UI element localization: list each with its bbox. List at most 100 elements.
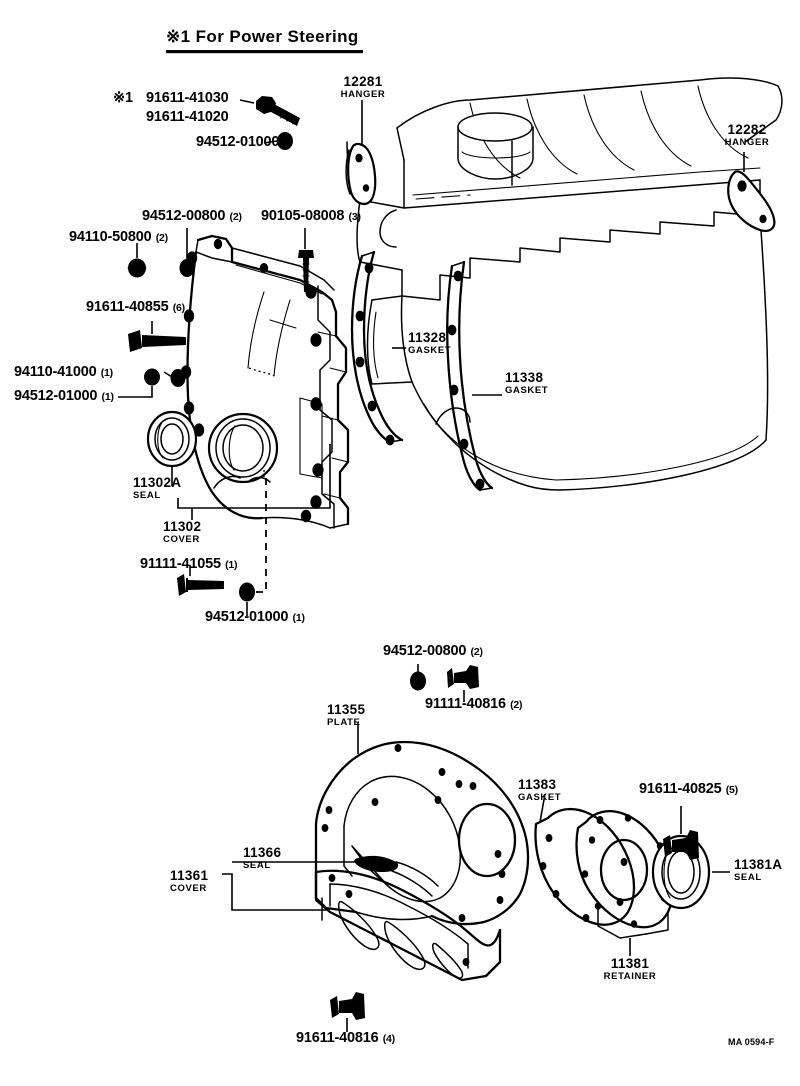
pn-text: 94110-41000	[14, 364, 97, 380]
bolt-91611-40816-icon	[330, 992, 365, 1020]
seal-11366-number: 11366	[243, 845, 282, 860]
seal-11366-name: SEAL	[243, 860, 271, 871]
gasket-11338-label: 11338 GASKET	[505, 370, 548, 396]
washer-94512-01000-mid-icon	[170, 369, 186, 387]
part-number-94110-50800: 94110-50800 (2)	[69, 229, 168, 245]
pn-text: 94512-00800	[142, 208, 226, 224]
leader-lines-upper	[118, 99, 745, 616]
seal-11302A-number: 11302A	[133, 475, 182, 490]
part-number-94512-01000-low: 94512-01000 (1)	[205, 609, 305, 625]
part-number-91611-40855: 91611-40855 (6)	[86, 299, 185, 315]
bolt-91611-40855-icon	[128, 330, 186, 352]
footer-code: MA 0594-F	[728, 1037, 775, 1047]
hanger-12282-label: 12282 HANGER	[716, 122, 778, 148]
timing-cover-11302-part	[180, 234, 350, 529]
part-number-90105-08008: 90105-08008 (3)	[261, 208, 361, 224]
part-number-91611-40816: 91611-40816 (4)	[296, 1030, 395, 1046]
seal-11302A-name: SEAL	[133, 490, 161, 501]
seal-11302A-part	[146, 410, 198, 468]
pn-text: 94110-50800	[69, 229, 152, 245]
bolt-91611-41030-icon	[256, 96, 300, 126]
part-number-91611-41030: 91611-41030	[146, 90, 229, 106]
bolt-91111-40816-icon	[447, 665, 479, 689]
washer-94512-00800-icon	[179, 259, 195, 277]
pn-text: 94512-00800	[383, 643, 467, 659]
washer-94512-01000-top-icon	[277, 132, 293, 150]
seal-11366-label: 11366 SEAL	[243, 845, 281, 871]
nut-94110-50800-icon	[127, 258, 147, 278]
pn-qty: (3)	[348, 211, 361, 223]
plate-11355-number: 11355	[327, 702, 366, 717]
seal-11381A-label: 11381A SEAL	[734, 857, 782, 883]
part-number-91611-40825: 91611-40825 (5)	[639, 781, 738, 797]
pn-text: 94512-01000	[205, 609, 289, 625]
gasket-11328-label: 11328 GASKET	[408, 330, 451, 356]
part-number-94110-41000: 94110-41000 (1)	[14, 364, 113, 380]
pn-qty: (1)	[101, 391, 114, 403]
hanger-12282-number: 12282	[727, 122, 767, 137]
retainer-11381-label: 11381 RETAINER	[588, 956, 672, 982]
hanger-12281-number: 12281	[343, 74, 383, 89]
retainer-11381-name: RETAINER	[603, 971, 657, 982]
plate-11355-name: PLATE	[327, 717, 361, 728]
hanger-12281-part	[345, 142, 377, 206]
leader-lines-lower	[222, 664, 730, 1032]
pn-text: 91611-40855	[86, 299, 169, 315]
hanger-12281-label: 12281 HANGER	[334, 74, 392, 100]
cover-11361-part	[314, 855, 502, 982]
cover-11302-number: 11302	[163, 519, 202, 534]
gasket-11338-number: 11338	[505, 370, 544, 385]
hanger-12282-part	[727, 170, 776, 232]
part-number-94512-01000-top: 94512-01000	[196, 134, 280, 150]
pn-text: 91611-40825	[639, 781, 722, 797]
gasket-11338-part	[446, 260, 494, 492]
bolt-91111-41055-icon	[177, 574, 224, 596]
part-number-91611-41020: 91611-41020	[146, 109, 229, 125]
hanger-12281-name: HANGER	[340, 89, 386, 100]
pn-text: 91111-41055	[140, 556, 221, 572]
gasket-11383-number: 11383	[518, 777, 557, 792]
pn-qty: (2)	[470, 646, 483, 658]
gasket-11383-name: GASKET	[518, 792, 562, 803]
plate-11355-label: 11355 PLATE	[327, 702, 365, 728]
seal-11381A-name: SEAL	[734, 872, 762, 883]
retainer-11381-number: 11381	[610, 956, 650, 971]
cover-11361-name: COVER	[170, 883, 207, 894]
pn-qty: (6)	[172, 302, 185, 314]
pn-text: 91111-40816	[425, 696, 506, 712]
header-note: ※1 For Power Steering	[166, 27, 359, 46]
gasket-11328-number: 11328	[408, 330, 447, 345]
bolt-91611-40825-icon	[663, 830, 699, 860]
part-number-94512-01000-mid: 94512-01000 (1)	[14, 388, 114, 404]
part-number-94512-00800-b: 94512-00800 (2)	[383, 643, 483, 659]
pn-text: 90105-08008	[261, 208, 345, 224]
part-number-94512-00800: 94512-00800 (2)	[142, 208, 242, 224]
seal-11381A-number: 11381A	[734, 857, 783, 872]
pn-qty: (1)	[292, 612, 305, 624]
gasket-11328-part	[350, 250, 404, 446]
part-number-91111-40816: 91111-40816 (2)	[425, 696, 523, 712]
hanger-12282-name: HANGER	[724, 137, 770, 148]
pn-qty: (1)	[100, 367, 113, 379]
pn-qty: (5)	[725, 784, 738, 796]
pn-qty: (4)	[382, 1033, 395, 1045]
engine-block-illustration	[346, 77, 783, 491]
gasket-11383-label: 11383 GASKET	[518, 777, 561, 803]
gasket-11338-name: GASKET	[505, 385, 549, 396]
nut-94110-41000-icon	[144, 368, 160, 386]
gasket-11383-part	[534, 807, 636, 926]
pn-qty: (1)	[225, 559, 238, 571]
part-number-91111-41055: 91111-41055 (1)	[140, 556, 238, 572]
plate-11355-part	[314, 740, 530, 926]
cover-11361-label: 11361 COVER	[170, 868, 208, 894]
pn-qty: (2)	[155, 232, 168, 244]
gasket-11328-name: GASKET	[408, 345, 452, 356]
pn-text: 91611-40816	[296, 1030, 379, 1046]
pn-qty: (2)	[229, 211, 242, 223]
cover-11361-number: 11361	[170, 868, 209, 883]
seal-11302A-label: 11302A SEAL	[133, 475, 181, 501]
cover-11302-name: COVER	[163, 534, 200, 545]
pn-qty: (2)	[510, 699, 523, 711]
